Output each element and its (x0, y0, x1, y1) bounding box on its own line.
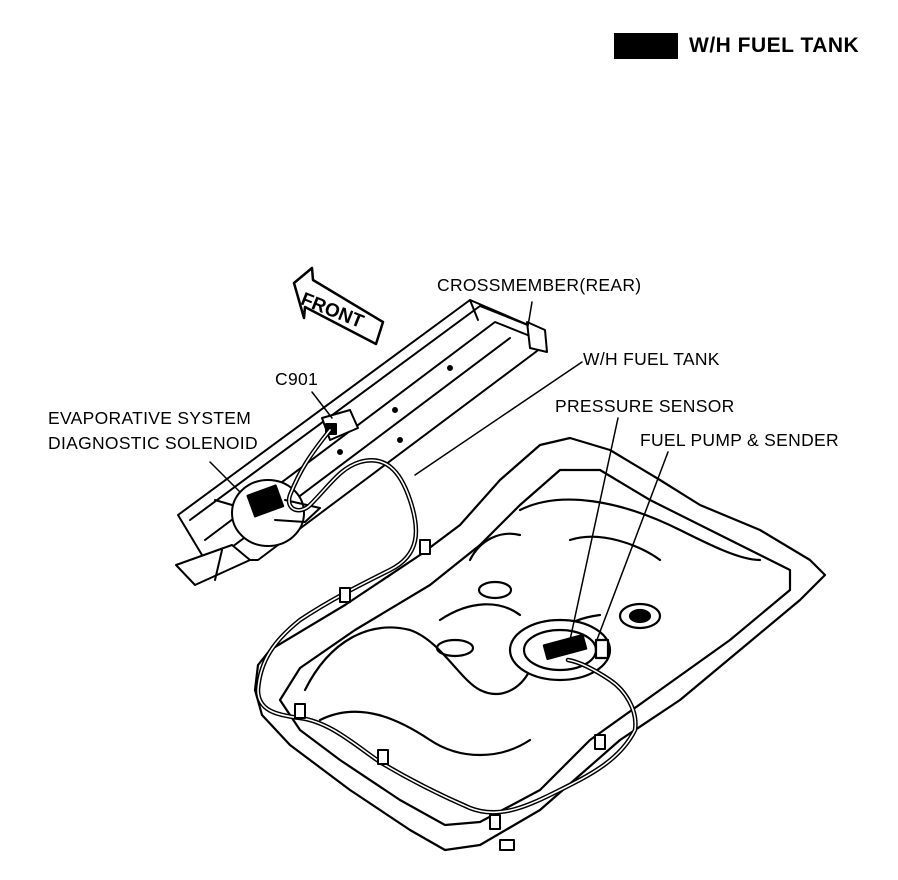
leader-lines (209, 301, 669, 646)
label-pressure-sensor: PRESSURE SENSOR (555, 396, 735, 416)
label-crossmember-rear: CROSSMEMBER(REAR) (437, 275, 642, 295)
label-evap-line2: DIAGNOSTIC SOLENOID (48, 433, 258, 453)
fuel-tank (253, 436, 827, 852)
evap-solenoid (214, 479, 321, 581)
label-wh-fuel-tank: W/H FUEL TANK (583, 349, 720, 369)
front-arrow-icon: FRONT (292, 266, 385, 346)
header-title: W/H FUEL TANK (689, 34, 860, 57)
label-c901: C901 (275, 369, 319, 389)
harness-clips (294, 539, 606, 851)
label-evap-line1: EVAPORATIVE SYSTEM (48, 408, 252, 428)
wiring-harness (255, 427, 638, 815)
label-fuel-pump-sender: FUEL PUMP & SENDER (640, 430, 839, 450)
header-black-box (614, 33, 678, 59)
